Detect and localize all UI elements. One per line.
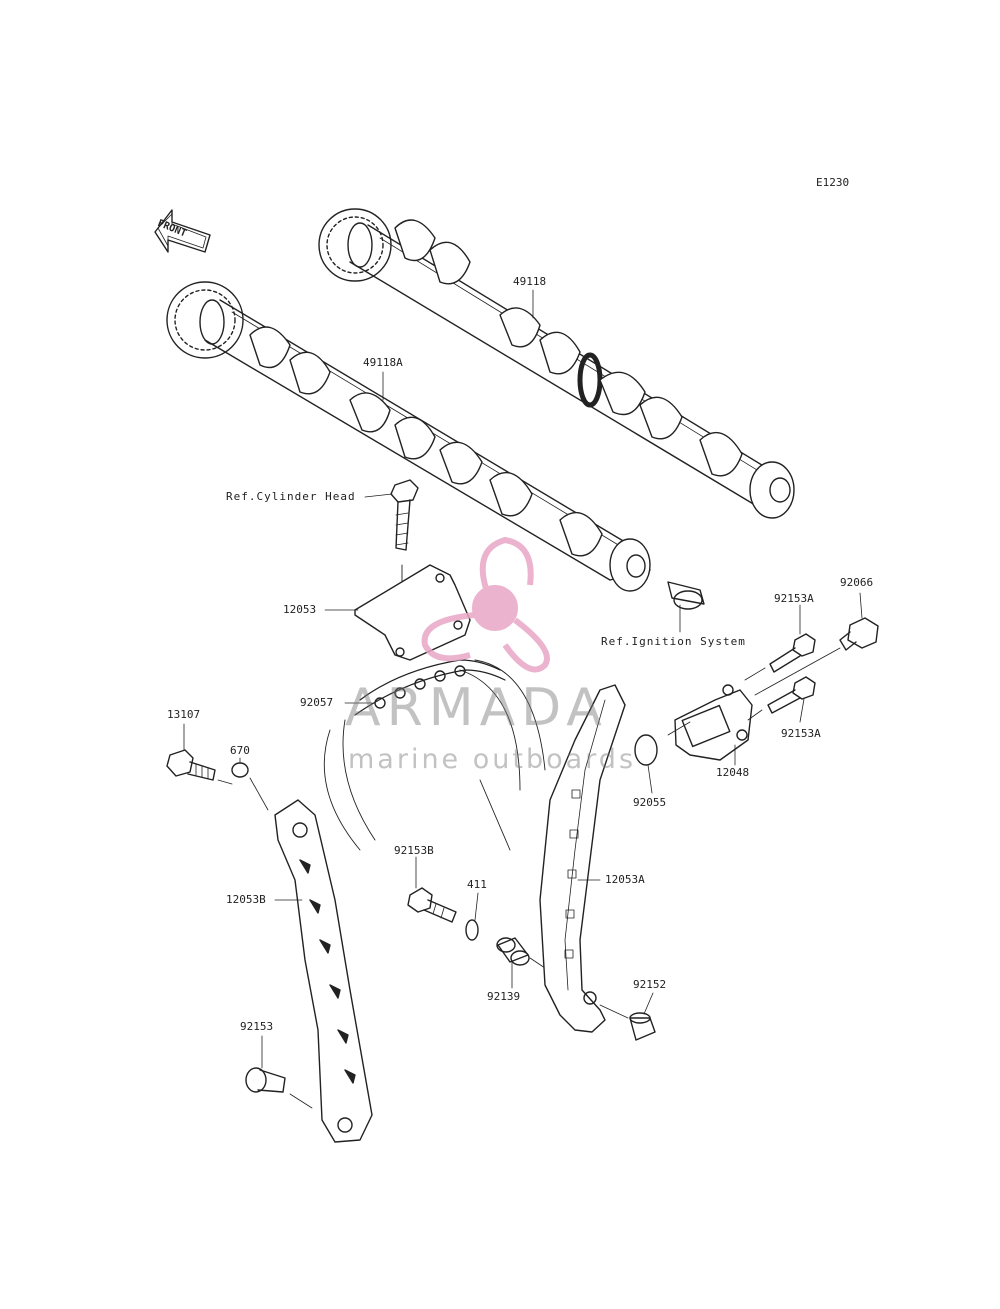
diagram-code: E1230 xyxy=(816,176,850,189)
label-670[interactable]: 670 xyxy=(230,744,250,757)
watermark-title: ARMADA xyxy=(345,678,608,738)
bolt-92153A-top xyxy=(744,633,816,681)
label-13107[interactable]: 13107 xyxy=(167,708,201,721)
bolt-92153B xyxy=(407,887,457,923)
label-12053B[interactable]: 12053B xyxy=(226,893,266,906)
cap-bolt-92066 xyxy=(754,617,879,696)
label-12048[interactable]: 12048 xyxy=(716,766,750,779)
front-arrow-icon xyxy=(154,209,211,253)
label-92153A-bottom[interactable]: 92153A xyxy=(781,727,821,740)
label-92153B[interactable]: 92153B xyxy=(394,844,434,857)
leader-lines xyxy=(183,289,863,1069)
label-92057[interactable]: 92057 xyxy=(300,696,334,709)
camshaft-49118 xyxy=(318,208,795,519)
label-12053A[interactable]: 12053A xyxy=(605,873,645,886)
o-ring-670 xyxy=(231,762,249,778)
label-411[interactable]: 411 xyxy=(467,878,487,891)
pin-92152 xyxy=(629,1012,656,1041)
watermark-logo-icon xyxy=(421,536,550,673)
label-12053[interactable]: 12053 xyxy=(283,603,317,616)
chain-guide-12053B xyxy=(274,799,373,1143)
bolt-13107 xyxy=(166,749,233,785)
chain-guide-12053A xyxy=(539,684,626,1033)
ref-ignition-system[interactable]: Ref.Ignition System xyxy=(601,635,746,648)
label-92066[interactable]: 92066 xyxy=(840,576,874,589)
label-92139[interactable]: 92139 xyxy=(487,990,521,1003)
watermark-subtitle: marine outboards xyxy=(348,744,637,775)
o-ring-92055 xyxy=(634,734,658,766)
label-49118[interactable]: 49118 xyxy=(513,275,547,288)
collar-92139 xyxy=(496,937,530,966)
washer-411 xyxy=(465,919,479,941)
label-92153A-top[interactable]: 92153A xyxy=(774,592,814,605)
tensioner-12048 xyxy=(667,684,753,761)
camshaft-49118A xyxy=(166,281,705,610)
label-92153[interactable]: 92153 xyxy=(240,1020,274,1033)
pin-92153 xyxy=(245,1067,313,1109)
label-49118A[interactable]: 49118A xyxy=(363,356,403,369)
label-92152[interactable]: 92152 xyxy=(633,978,667,991)
label-92055[interactable]: 92055 xyxy=(633,796,667,809)
chain-guide-12053 xyxy=(354,564,471,661)
bolt-92153A-bottom xyxy=(747,676,816,721)
ref-cylinder-head[interactable]: Ref.Cylinder Head xyxy=(226,490,356,503)
